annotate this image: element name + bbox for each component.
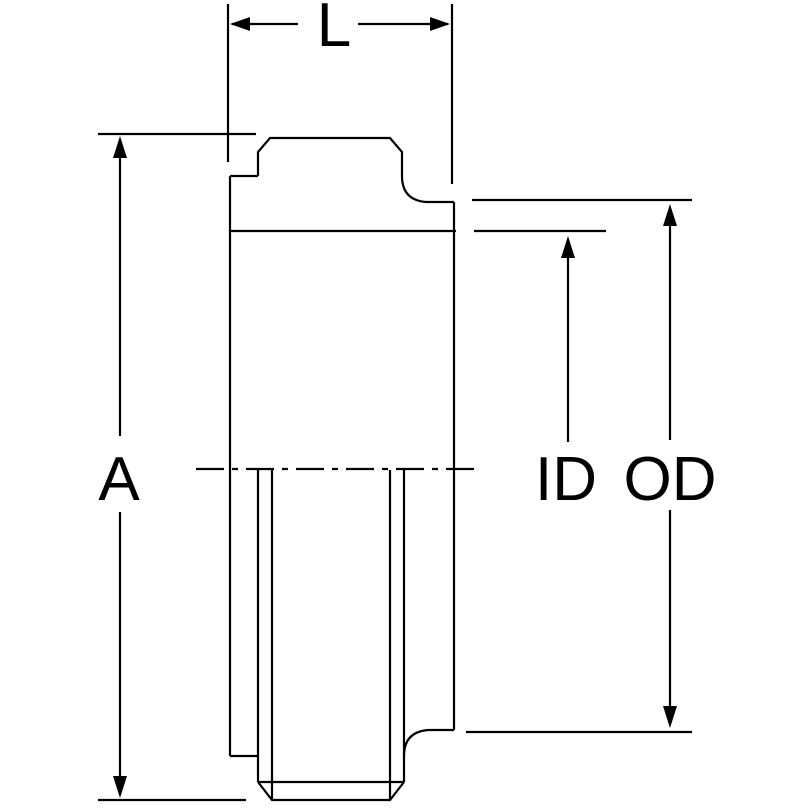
- a-label: A: [98, 445, 140, 514]
- a-arrow-bottom: [113, 776, 127, 798]
- dimension-id: ID: [474, 229, 606, 514]
- dimension-l: L: [226, 0, 454, 184]
- od-arrow-top: [663, 204, 677, 226]
- l-label: L: [317, 0, 351, 60]
- dimension-a: A: [98, 132, 256, 802]
- bore-bottom-chamfer: [257, 781, 405, 802]
- part-outline: [228, 136, 456, 758]
- id-arrow-top: [561, 236, 575, 258]
- dimension-od: OD: [466, 198, 717, 734]
- od-arrow-bottom: [663, 706, 677, 728]
- a-arrow-top: [113, 136, 127, 158]
- outline-top-profile: [256, 136, 454, 204]
- od-label: OD: [624, 445, 717, 514]
- outline-bottom-curve: [402, 728, 454, 757]
- l-arrow-right: [430, 17, 450, 31]
- bore-section: [256, 470, 406, 802]
- l-arrow-left: [230, 17, 250, 31]
- id-label: ID: [535, 445, 597, 514]
